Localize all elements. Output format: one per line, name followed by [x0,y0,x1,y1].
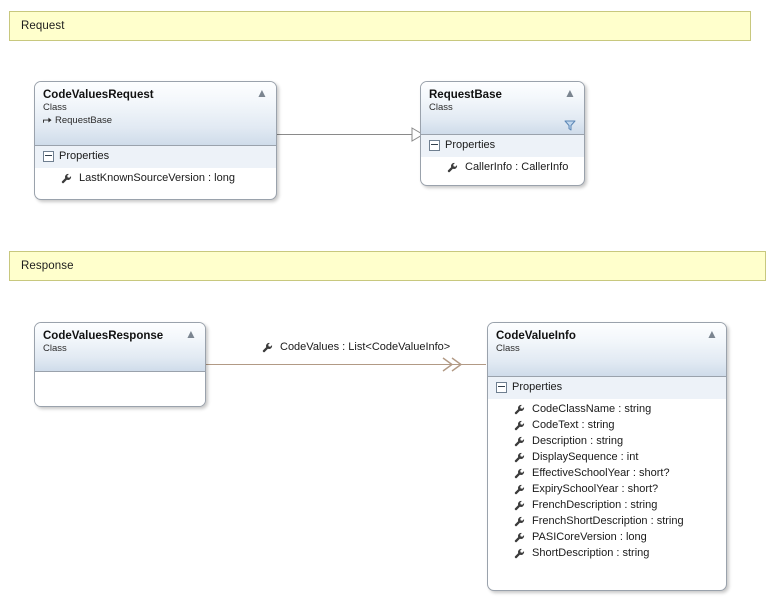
association-arrowhead-icon [442,357,463,372]
member-label: LastKnownSourceVersion : long [79,172,235,184]
band-response: Response [9,251,766,281]
class-divider [35,371,205,372]
wrench-icon [447,162,458,172]
inheritance-arrowhead-icon [411,127,424,142]
wrench-icon [514,500,525,510]
class-divider [35,145,276,146]
connector-inheritance-line [277,134,419,135]
class-stereotype: Class [43,343,67,354]
wrench-icon [514,404,525,414]
collapse-chevron-icon[interactable]: ▲ [706,327,718,341]
band-request: Request [9,11,751,41]
member-list: CallerInfo : CallerInfo [421,157,584,178]
member-row[interactable]: PASICoreVersion : long [488,529,726,545]
member-label: CallerInfo : CallerInfo [465,161,569,173]
wrench-icon [262,342,273,352]
association-label-text: CodeValues : List<CodeValueInfo> [280,341,451,353]
compartment-header[interactable]: Properties [35,149,276,164]
class-header-code-values-request: CodeValuesRequest Class RequestBase ▲ [35,82,276,145]
collapse-chevron-icon[interactable]: ▲ [185,327,197,341]
band-request-label: Request [21,20,65,32]
wrench-icon [514,452,525,462]
compartment-header[interactable]: Properties [421,138,584,153]
compartment-properties: Properties [421,135,584,157]
wrench-icon [514,420,525,430]
compartment-header[interactable]: Properties [488,380,726,395]
collapse-chevron-icon[interactable]: ▲ [564,86,576,100]
member-row[interactable]: DisplaySequence : int [488,449,726,465]
wrench-icon [61,173,72,183]
class-box-code-value-info[interactable]: CodeValueInfo Class ▲ Properties CodeCla… [487,322,727,591]
funnel-icon[interactable] [564,119,576,131]
band-response-label: Response [21,260,74,272]
wrench-icon [514,532,525,542]
member-row[interactable]: EffectiveSchoolYear : short? [488,465,726,481]
class-title: CodeValueInfo [496,330,576,342]
member-label: EffectiveSchoolYear : short? [532,467,670,479]
compartment-properties: Properties [35,146,276,168]
class-box-code-values-response[interactable]: CodeValuesResponse Class ▲ [34,322,206,407]
member-row[interactable]: FrenchDescription : string [488,497,726,513]
compartment-label: Properties [445,139,496,151]
member-label: CodeText : string [532,419,615,431]
class-title: RequestBase [429,89,502,101]
member-label: ExpirySchoolYear : short? [532,483,659,495]
class-header-code-value-info: CodeValueInfo Class ▲ [488,323,726,376]
minus-box-icon[interactable] [43,150,54,162]
class-base-name: RequestBase [55,115,113,126]
wrench-icon [514,436,525,446]
member-row[interactable]: Description : string [488,433,726,449]
member-label: FrenchShortDescription : string [532,515,684,527]
member-label: Description : string [532,435,624,447]
member-label: FrenchDescription : string [532,499,658,511]
compartment-empty [35,372,205,406]
class-box-code-values-request[interactable]: CodeValuesRequest Class RequestBase ▲ Pr… [34,81,277,200]
compartment-label: Properties [512,381,563,393]
association-label: CodeValues : List<CodeValueInfo> [262,341,450,353]
compartment-properties: Properties [488,377,726,399]
member-row[interactable]: ExpirySchoolYear : short? [488,481,726,497]
compartment-label: Properties [59,150,110,162]
class-base-row: RequestBase [43,114,268,127]
wrench-icon [514,484,525,494]
arrow-right-icon [43,117,52,123]
class-stereotype: Class [496,343,520,354]
wrench-icon [514,468,525,478]
member-list: LastKnownSourceVersion : long [35,168,276,189]
wrench-icon [514,548,525,558]
member-row[interactable]: ShortDescription : string [488,545,726,561]
class-box-request-base[interactable]: RequestBase Class ▲ Properties CallerInf… [420,81,585,186]
class-header-code-values-response: CodeValuesResponse Class ▲ [35,323,205,371]
member-row[interactable]: CallerInfo : CallerInfo [421,159,584,175]
class-header-request-base: RequestBase Class ▲ [421,82,584,134]
class-stereotype: Class [43,102,67,113]
member-list: CodeClassName : string CodeText : string… [488,399,726,564]
member-row[interactable]: FrenchShortDescription : string [488,513,726,529]
member-label: DisplaySequence : int [532,451,639,463]
wrench-icon [514,516,525,526]
class-title: CodeValuesResponse [43,330,164,342]
class-stereotype: Class [429,102,453,113]
member-label: CodeClassName : string [532,403,652,415]
minus-box-icon[interactable] [496,381,507,393]
member-label: PASICoreVersion : long [532,531,647,543]
minus-box-icon[interactable] [429,139,440,151]
member-label: ShortDescription : string [532,547,650,559]
class-title: CodeValuesRequest [43,89,154,101]
member-row[interactable]: LastKnownSourceVersion : long [35,170,276,186]
member-row[interactable]: CodeText : string [488,417,726,433]
connector-association-line [206,364,486,365]
class-divider [488,376,726,377]
member-row[interactable]: CodeClassName : string [488,401,726,417]
class-divider [421,134,584,135]
collapse-chevron-icon[interactable]: ▲ [256,86,268,100]
